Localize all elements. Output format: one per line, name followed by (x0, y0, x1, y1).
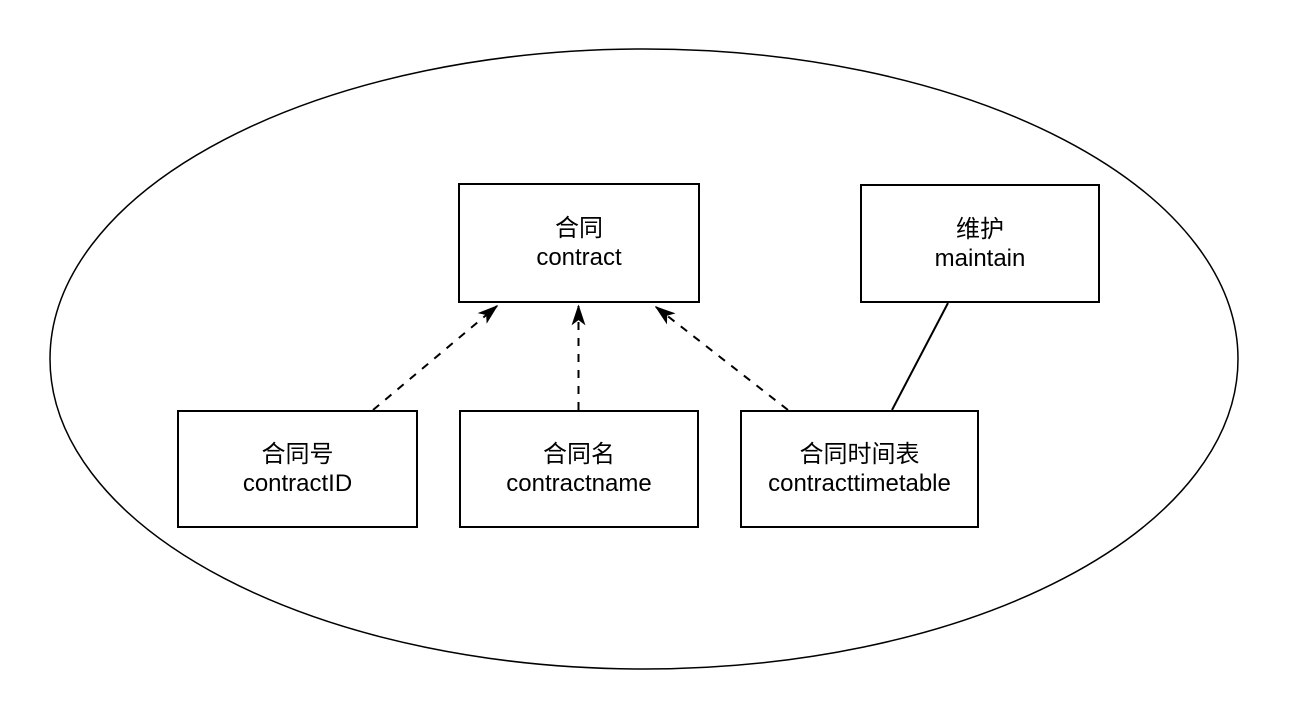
node-contract-label-en: contract (536, 244, 622, 271)
node-contractid[interactable]: 合同号 contractID (177, 410, 418, 528)
node-maintain-label-en: maintain (934, 244, 1026, 272)
node-contractid-label-en: contractID (242, 470, 353, 497)
node-maintain-label-zh: 维护 (956, 215, 1004, 243)
node-maintain[interactable]: 维护 maintain (860, 184, 1100, 303)
boundary-ellipse[interactable] (49, 48, 1239, 670)
edge-contracttimetable-to-contract[interactable] (654, 306, 789, 411)
edge-maintain-to-contracttimetable[interactable] (891, 302, 949, 411)
node-contractname-label-en: contractname (506, 470, 652, 497)
node-contractname[interactable]: 合同名 contractname (459, 410, 699, 528)
node-contract[interactable]: 合同 contract (458, 183, 700, 303)
edge-contractid-to-contract[interactable] (372, 304, 499, 411)
node-contractname-label-zh: 合同名 (543, 441, 615, 468)
node-contracttimetable-label-en: contracttimetable (768, 470, 951, 497)
node-contractid-label-zh: 合同号 (261, 441, 334, 468)
node-contract-label-zh: 合同 (555, 215, 603, 242)
node-contracttimetable[interactable]: 合同时间表 contracttimetable (740, 410, 979, 528)
node-contracttimetable-label-zh: 合同时间表 (799, 441, 920, 468)
